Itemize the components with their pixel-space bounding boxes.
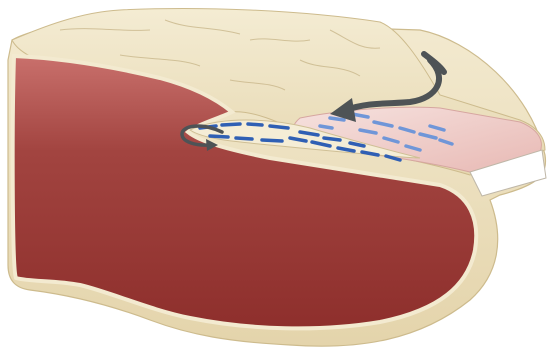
cross-section-illustration (0, 0, 557, 356)
